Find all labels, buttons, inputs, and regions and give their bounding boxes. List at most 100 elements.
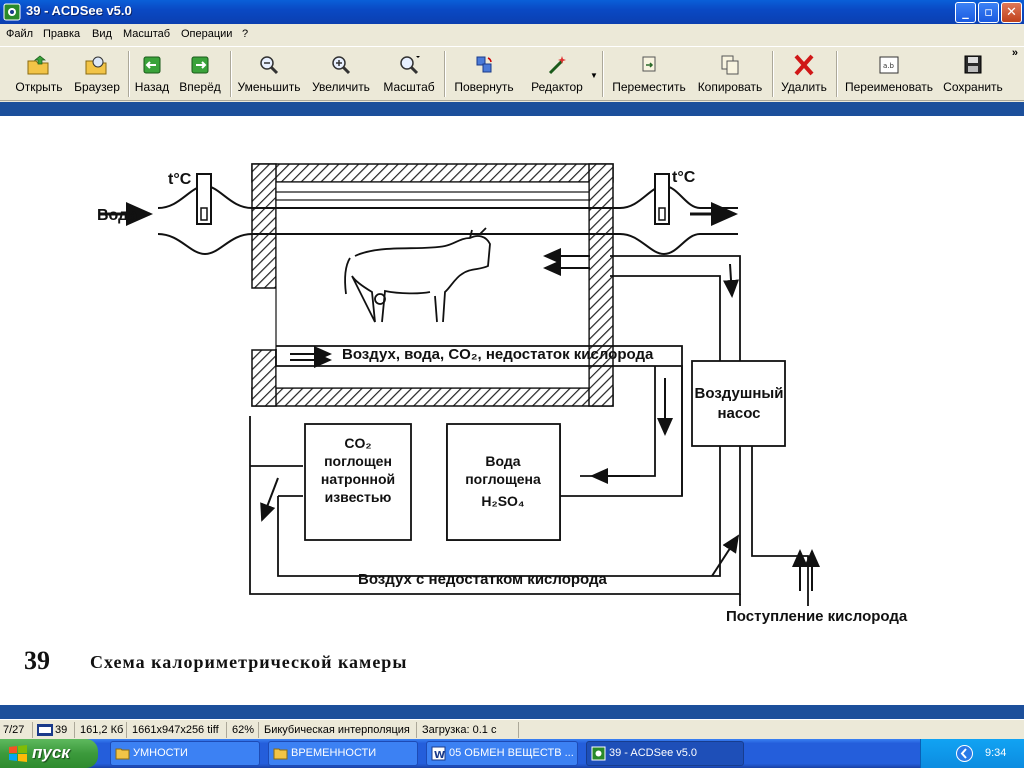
minimize-button[interactable]: _ (955, 2, 976, 23)
delete-label: Удалить (781, 80, 827, 94)
taskbar-item-word[interactable]: W 05 ОБМЕН ВЕЩЕСТВ ... (426, 741, 578, 766)
rotate-button[interactable]: Повернуть (452, 51, 516, 99)
editor-button[interactable]: Редактор (524, 51, 590, 99)
air-pump-box (691, 360, 786, 447)
status-interpolation: Бикубическая интерполяция (261, 722, 417, 738)
open-folder-icon (27, 55, 49, 75)
browser-button[interactable]: Браузер (70, 51, 124, 99)
menu-edit[interactable]: Правка (43, 28, 81, 40)
taskbar-item-folder1[interactable]: УМНОСТИ (110, 741, 260, 766)
water-in-label: Вода (97, 207, 137, 224)
back-button[interactable]: Назад (132, 51, 172, 99)
save-label: Сохранить (943, 80, 1003, 94)
maximize-button[interactable]: ▫ (978, 2, 999, 23)
toolbar-separator (772, 51, 774, 97)
svg-text:W: W (434, 750, 445, 761)
move-label: Переместить (612, 80, 686, 94)
zoom-in-label: Увеличить (312, 80, 370, 94)
menu-file[interactable]: Файл (6, 28, 34, 40)
tiff-file-icon (37, 724, 53, 736)
zoom-in-button[interactable]: Увеличить (308, 51, 374, 99)
move-button[interactable]: Переместить (608, 51, 690, 99)
start-label: пуск (32, 743, 70, 762)
menu-view[interactable]: Вид (92, 28, 112, 40)
start-button[interactable]: пуск (0, 739, 98, 768)
calorimeter-diagram: t°C t°C Вода Воз (24, 163, 908, 675)
save-button[interactable]: Сохранить (940, 51, 1006, 99)
water-box-line1: Вода (485, 453, 520, 469)
system-tray: 9:34 (920, 739, 1024, 768)
taskbar-item-label: 39 - ACDSee v5.0 (609, 747, 698, 759)
toolbar-overflow-icon[interactable]: » (1011, 47, 1018, 59)
forward-button[interactable]: Вперёд (176, 51, 224, 99)
rename-label: Переименовать (845, 80, 933, 94)
zoom-out-label: Уменьшить (237, 80, 301, 94)
figure-caption: Схема калориметрической камеры (90, 652, 407, 672)
move-icon (642, 56, 656, 72)
zoom-out-button[interactable]: Уменьшить (236, 51, 302, 99)
back-arrow-icon (143, 56, 161, 74)
zoom-button[interactable]: Масштаб (382, 51, 436, 99)
cow-illustration (344, 227, 491, 323)
oxygen-in-label: Поступление кислорода (726, 608, 908, 625)
clock: 9:34 (985, 747, 1007, 759)
co2-box-line3: натронной (321, 471, 395, 487)
toolbar-separator (128, 51, 130, 97)
pump-line2: насос (717, 405, 760, 422)
copy-button[interactable]: Копировать (694, 51, 766, 99)
back-label: Назад (134, 80, 170, 94)
taskbar-item-label: 05 ОБМЕН ВЕЩЕСТВ ... (449, 747, 574, 759)
taskbar-item-folder2[interactable]: ВРЕМЕННОСТИ (268, 741, 418, 766)
rotate-label: Повернуть (454, 80, 514, 94)
chevron-left-icon[interactable] (956, 745, 973, 762)
window-title: 39 - ACDSee v5.0 (26, 3, 132, 18)
copy-label: Копировать (697, 80, 763, 94)
co2-box-line1: CO₂ (344, 435, 371, 451)
thermometer-right-icon (654, 173, 670, 225)
editor-dropdown-arrow-icon[interactable]: ▼ (590, 71, 598, 80)
close-button[interactable]: ✕ (1001, 2, 1022, 23)
forward-arrow-icon (191, 56, 209, 74)
pump-line1: Воздушный (695, 385, 784, 402)
browser-label: Браузер (74, 80, 120, 94)
rename-button[interactable]: a.b Переименовать (842, 51, 936, 99)
menu-operations[interactable]: Операции (181, 28, 233, 40)
delete-button[interactable]: Удалить (778, 51, 830, 99)
co2-box-line4: известью (325, 489, 392, 505)
forward-label: Вперёд (179, 80, 221, 94)
status-zoom: 62% (229, 722, 259, 738)
menu-bar: Файл Правка Вид Масштаб Операции ? (0, 24, 1024, 45)
zoom-in-icon (332, 56, 351, 75)
status-filename: 39 (35, 722, 75, 738)
water-box-line3: H₂SO₄ (481, 493, 524, 509)
viewer-frame-bottom (0, 705, 1024, 719)
windows-logo-icon (9, 745, 27, 762)
menu-help[interactable]: ? (242, 28, 249, 40)
zoom-label: Масштаб (383, 80, 435, 94)
delete-x-icon (794, 54, 814, 76)
co2-box-line2: поглощен (324, 453, 392, 469)
magic-wand-icon (548, 56, 566, 75)
menu-zoom[interactable]: Масштаб (123, 28, 171, 40)
browser-icon (85, 56, 107, 75)
folder-icon (115, 748, 130, 760)
water-pipe (100, 184, 738, 256)
taskbar-item-acdsee[interactable]: 39 - ACDSee v5.0 (586, 741, 744, 766)
word-document-icon: W (431, 746, 446, 761)
open-button[interactable]: Открыть (10, 51, 68, 99)
air-flow-label: Воздух, вода, CO₂, недостаток кислорода (342, 346, 654, 363)
svg-text:a.b: a.b (883, 62, 895, 70)
temp-right-label: t°C (672, 169, 696, 186)
taskbar-item-label: ВРЕМЕННОСТИ (291, 747, 377, 759)
toolbar-separator (602, 51, 604, 97)
co2-absorber-box (304, 423, 412, 541)
temp-left-label: t°C (168, 171, 192, 188)
status-load-time: Загрузка: 0.1 с (419, 722, 519, 738)
floppy-disk-icon (964, 55, 982, 74)
zoom-dropdown-icon (400, 56, 420, 75)
water-absorber-box (446, 423, 561, 541)
toolbar-separator (230, 51, 232, 97)
image-viewer[interactable]: t°C t°C Вода Воз (0, 116, 1024, 705)
acdsee-app-icon (3, 3, 21, 21)
rename-icon: a.b (879, 56, 899, 74)
